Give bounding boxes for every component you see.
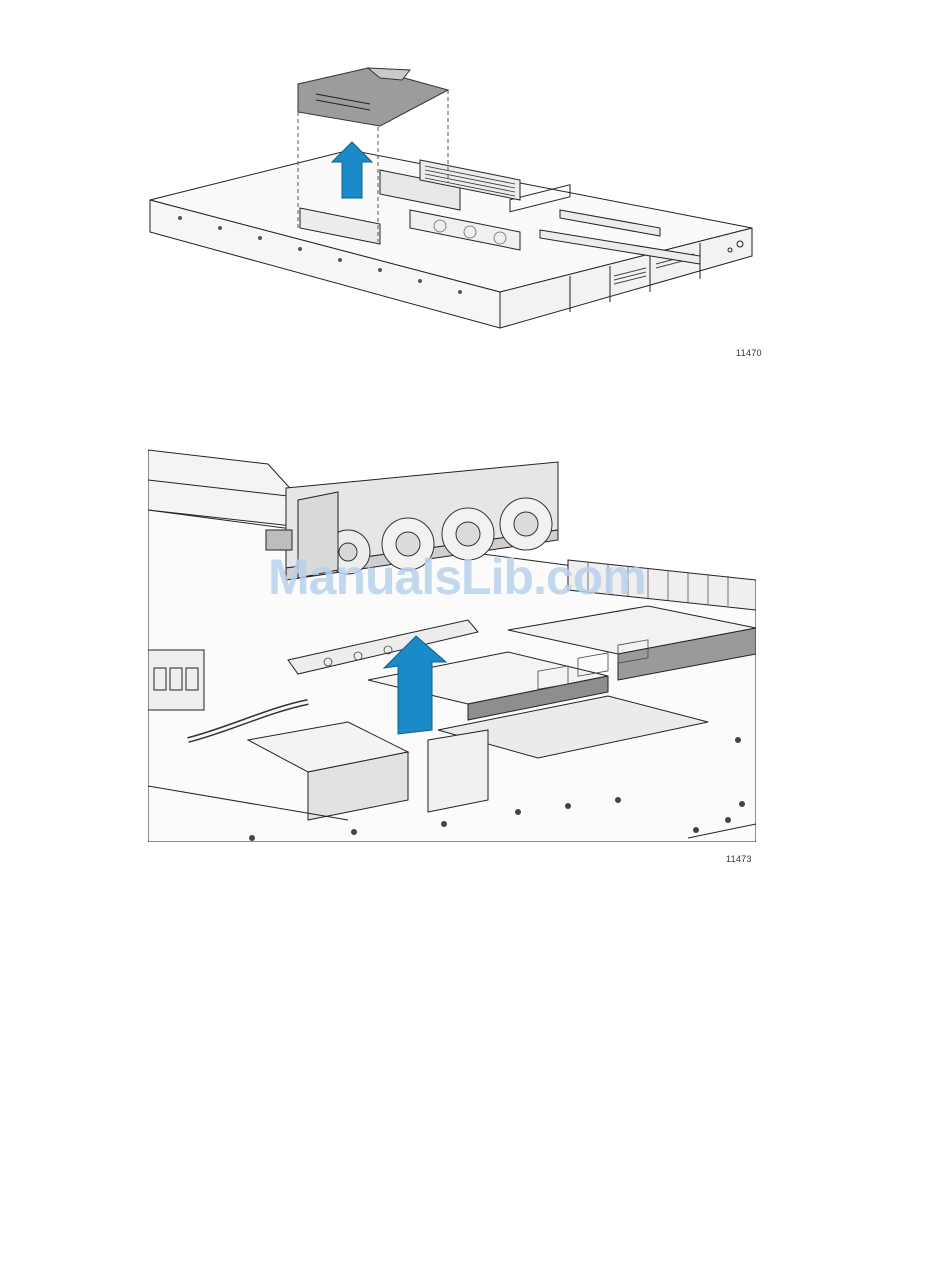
server-chassis-illustration	[140, 60, 780, 340]
figure-id-label: 11473	[726, 854, 752, 864]
figure-id-label: 11470	[736, 348, 762, 358]
figure-2-fan-assembly: 11473	[148, 440, 768, 870]
fan-assembly-illustration	[148, 440, 756, 842]
figure-1-server-chassis: 11470	[140, 60, 780, 360]
